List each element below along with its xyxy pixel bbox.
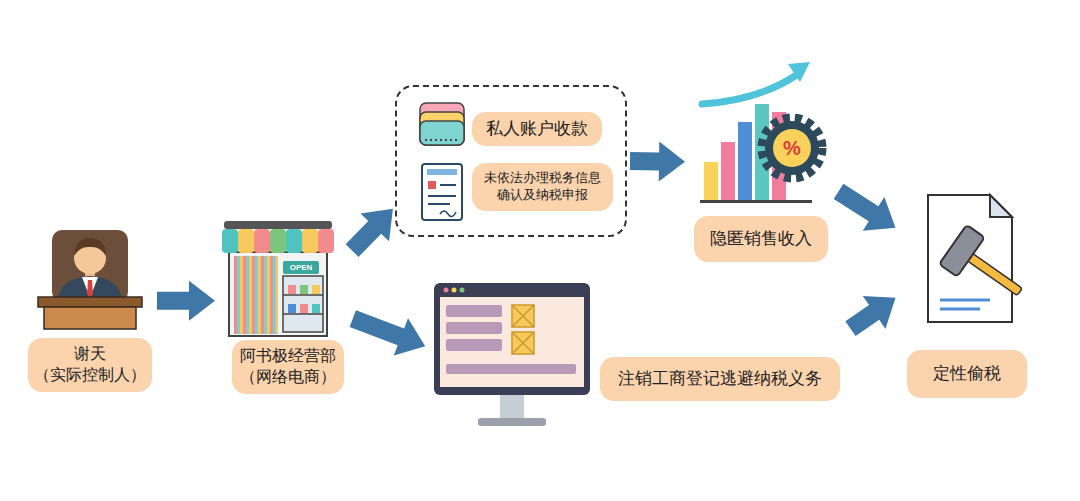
form-icon-part: [428, 195, 456, 197]
wallet-icon-part: [420, 112, 464, 145]
monitor-icon-part: [452, 288, 457, 293]
process-node: 阿书极经营部 （网络电商）: [218, 225, 350, 410]
shop-icon-part: [234, 256, 278, 334]
process-node: 私人账户收款: [411, 97, 616, 157]
chart-icon-part: [738, 122, 752, 200]
shop-icon-part: [238, 229, 254, 253]
person-icon-part: [87, 280, 93, 298]
monitor-icon-part: [512, 332, 534, 354]
chart-icon-part: [700, 200, 812, 203]
node-label: 定性偷税: [907, 350, 1027, 398]
person-icon-part: [74, 238, 106, 256]
monitor-icon-part: [512, 332, 534, 354]
monitor-icon-part: [446, 305, 502, 317]
shop-icon-part: [283, 294, 323, 296]
form-icon-part: [427, 169, 457, 175]
flow-arrow: [834, 184, 896, 231]
flow-arrow: [630, 141, 685, 181]
shop-icon-part: [312, 304, 320, 313]
form-icon-part: [428, 181, 436, 189]
monitor-icon-part: [512, 305, 534, 327]
monitor-icon-part: [446, 364, 576, 374]
shop-icon-part: [229, 252, 327, 336]
chart-icon-part: [762, 118, 822, 178]
percent-symbol: %: [783, 138, 801, 158]
shop-icon-part: [283, 276, 323, 332]
chart-icon-part: [773, 129, 811, 167]
monitor-icon-part: [446, 339, 502, 351]
shop-icon-part: [224, 221, 332, 229]
flow-arrow: [157, 281, 215, 321]
verdict-icon-part: [928, 195, 1012, 322]
chart-icon-part: [702, 74, 798, 104]
shop-icon-part: [288, 304, 296, 313]
process-node: 谢天 （实际控制人）: [26, 220, 154, 408]
shop-icon-part: [300, 285, 308, 294]
chart-icon-part: [765, 121, 819, 175]
form-icon-part: [422, 164, 462, 220]
process-node: 定性偷税: [898, 185, 1040, 407]
process-node: 未依法办理税务信息 确认及纳税申报: [411, 159, 626, 231]
person-icon: [38, 230, 142, 329]
monitor-icon-part: [444, 288, 449, 293]
monitor-icon-part: [434, 283, 590, 395]
chart-icon-part: [704, 162, 718, 200]
group-box: 私人账户收款未依法办理税务信息 确认及纳税申报: [395, 85, 627, 237]
node-label: 未依法办理税务信息 确认及纳税申报: [472, 163, 613, 211]
person-icon-part: [52, 230, 128, 302]
person-icon-part: [44, 307, 136, 329]
verdict-icon: [928, 195, 1034, 322]
shop-sign: OPEN: [290, 264, 313, 272]
verdict-icon-part: [990, 195, 1012, 217]
flow-arrow: [350, 310, 426, 355]
form-icon-part: [440, 184, 456, 186]
node-label: 私人账户收款: [472, 112, 602, 146]
flow-arrow: [346, 209, 393, 257]
chart-icon-part: [788, 62, 810, 82]
monitor-icon-part: [446, 322, 502, 334]
person-icon-part: [38, 297, 142, 307]
verdict-icon-part: [940, 308, 980, 311]
monitor-icon-part: [440, 297, 584, 387]
shop-icon-part: [286, 229, 302, 253]
chart-icon-part: [721, 142, 735, 200]
shop-icon-part: [283, 261, 319, 274]
wallet-icon-part: [420, 103, 464, 145]
node-label: 阿书极经营部 （网络电商）: [232, 340, 344, 394]
form-icon: [422, 164, 462, 220]
node-label: 谢天 （实际控制人）: [28, 338, 152, 392]
shop-icon-part: [283, 313, 323, 315]
shop-icon-part: [222, 229, 238, 253]
shop-icon-part: [300, 304, 308, 313]
shop-icon: [222, 221, 334, 336]
wallet-icon: [420, 103, 464, 145]
process-node: 注销工商登记逃避纳税义务: [428, 280, 848, 448]
shop-icon-part: [270, 229, 286, 253]
chart-icon: [700, 62, 822, 203]
process-node: 隐匿销售收入: [688, 50, 836, 265]
shop-icon-part: [312, 285, 320, 294]
node-label: 隐匿销售收入: [694, 216, 828, 262]
form-icon-part: [428, 203, 450, 205]
shop-icon-part: [288, 285, 296, 294]
monitor-icon-part: [460, 288, 465, 293]
verdict-icon-part: [940, 299, 990, 302]
shop-icon-part: [254, 229, 270, 253]
form-icon-part: [440, 211, 456, 217]
wallet-icon-part: [425, 139, 459, 141]
monitor-icon-part: [512, 305, 534, 327]
person-icon-part: [82, 277, 98, 298]
wallet-icon-part: [420, 121, 464, 145]
monitor-icon-part: [500, 395, 524, 419]
monitor-icon-part: [478, 418, 546, 426]
node-label: 注销工商登记逃避纳税义务: [600, 357, 840, 401]
flow-arrow: [845, 296, 895, 336]
verdict-icon-part: [939, 225, 1034, 311]
shop-icon-part: [318, 229, 334, 253]
shop-icon-part: [302, 229, 318, 253]
monitor-icon: [434, 283, 590, 426]
